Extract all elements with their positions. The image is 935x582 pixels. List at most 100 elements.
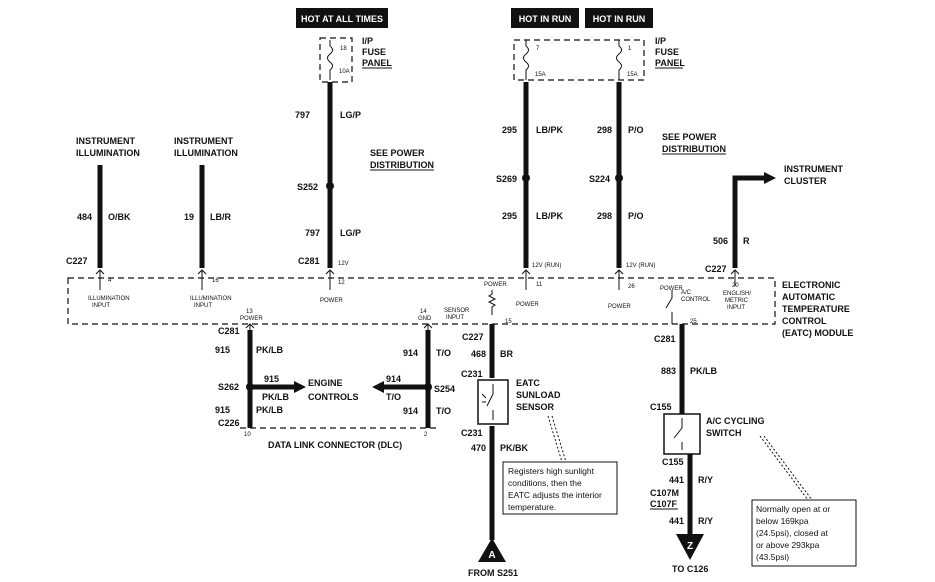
connector-c231-top: C231	[461, 369, 483, 379]
wire-484-color: O/BK	[108, 212, 131, 222]
splice-s224-label: S224	[589, 174, 610, 184]
splice-s252	[326, 182, 334, 190]
wire-441a-color: R/Y	[698, 475, 713, 485]
fuse-panel-left	[319, 37, 353, 83]
sensor-resistor-icon	[487, 290, 497, 315]
see-power-2a: SEE POWER	[662, 132, 717, 142]
svg-text:1: 1	[628, 46, 632, 52]
splice-s252-label: S252	[297, 182, 318, 192]
pin-20: 20 ENGLISH/ METRIC INPUT	[723, 269, 751, 311]
svg-text:18: 18	[340, 46, 347, 52]
wire-797b-num: 797	[305, 228, 320, 238]
fuse-panel-label-left-2: FUSE	[362, 47, 386, 57]
wire-914c-num: 914	[403, 406, 418, 416]
sunload-note-3: EATC adjusts the interior	[508, 490, 602, 500]
illum-input-2b: INPUT	[194, 303, 212, 309]
sunload-label-2: SUNLOAD	[516, 390, 561, 400]
wire-914b-color: T/O	[386, 392, 401, 402]
connector-a-letter: A	[488, 550, 495, 561]
hot-in-run-label-1: HOT IN RUN	[519, 14, 572, 24]
svg-text:15A: 15A	[627, 72, 638, 78]
sunload-note-pointer	[547, 415, 567, 463]
english-metric-1: ENGLISH/	[723, 291, 751, 297]
fuse-panel-label-right-1: I/P	[655, 36, 666, 46]
power-12-label: POWER	[320, 298, 343, 304]
sensor-input-2: INPUT	[446, 315, 464, 321]
sunload-note-box	[502, 461, 618, 515]
wire-298a-color: P/O	[628, 125, 644, 135]
wire-295a-num: 295	[502, 125, 517, 135]
wire-468-color: BR	[500, 349, 513, 359]
ac-control-1: A/C	[681, 290, 692, 296]
wire-19-num: 19	[184, 212, 194, 222]
power-13-label: POWER	[240, 316, 263, 322]
fuse-panel-right	[513, 39, 645, 81]
engine-controls-2: CONTROLS	[308, 392, 359, 402]
fuse-panel-label-left-1: I/P	[362, 36, 373, 46]
connector-c231-bottom: C231	[461, 428, 483, 438]
connector-c227-mid: C227	[462, 332, 484, 342]
wire-441b-color: R/Y	[698, 516, 713, 526]
switch-note-2: below 169kpa	[756, 516, 809, 526]
pin-26: 26 POWER	[608, 269, 635, 310]
wire-883-color: PK/LB	[690, 366, 718, 376]
wire-915b-color: PK/LB	[262, 392, 290, 402]
engine-controls-1: ENGINE	[308, 378, 343, 388]
wire-797a-num: 797	[295, 110, 310, 120]
connector-c107f: C107F	[650, 499, 678, 509]
ac-cycling-switch-icon	[673, 418, 683, 450]
pin-14-num: 14	[420, 309, 427, 315]
svg-text:12: 12	[338, 280, 345, 286]
module-label-1: ELECTRONIC	[782, 280, 841, 290]
wire-506-color: R	[743, 236, 750, 246]
fuse-7-icon: 7 15A	[523, 40, 546, 80]
connector-c226: C226	[218, 418, 240, 428]
eatc-module-outline	[67, 277, 776, 325]
splice-s254-label: S254	[434, 384, 455, 394]
wire-298b-num: 298	[597, 211, 612, 221]
power-top-label: POWER	[484, 282, 507, 288]
pin-4: 4 ILLUMINATION INPUT	[88, 269, 130, 309]
sunload-note-1: Registers high sunlight	[508, 466, 595, 476]
voltage-12v-run-a: 12V (RUN)	[532, 263, 561, 269]
wire-295b-color: LB/PK	[536, 211, 564, 221]
wire-468-num: 468	[471, 349, 486, 359]
illum-input-1a: ILLUMINATION	[88, 296, 130, 302]
svg-text:16: 16	[212, 278, 219, 284]
wire-441b-num: 441	[669, 516, 684, 526]
pin-12: 12 POWER	[320, 269, 345, 304]
wire-506	[732, 175, 768, 268]
svg-text:15A: 15A	[535, 72, 546, 78]
splice-s262-label: S262	[218, 382, 239, 392]
sensor-input-1: SENSOR	[444, 308, 470, 314]
english-metric-2: METRIC	[725, 298, 749, 304]
module-label-5: (EATC) MODULE	[782, 328, 853, 338]
fuse-panel-label-left-3: PANEL	[362, 58, 392, 68]
hot-in-run-label-2: HOT IN RUN	[593, 14, 646, 24]
wire-915a-color: PK/LB	[256, 345, 284, 355]
switch-note-5: (43.5psi)	[756, 552, 789, 562]
hot-in-run-box-1	[511, 8, 579, 28]
wire-914c-color: T/O	[436, 406, 451, 416]
module-label-4: CONTROL	[782, 316, 827, 326]
hot-in-run-box-2	[585, 8, 653, 28]
instrument-illumination-label-2b: ILLUMINATION	[174, 148, 238, 158]
wire-295a-color: LB/PK	[536, 125, 564, 135]
connector-c281-top: C281	[298, 256, 320, 266]
engine-controls-arrow-icon	[294, 381, 306, 393]
gnd-14-label: GND	[418, 316, 432, 322]
switch-note-1: Normally open at or	[756, 504, 830, 514]
wire-298b-color: P/O	[628, 211, 644, 221]
power-ac-label: POWER	[660, 286, 683, 292]
fuse-18-icon: 18 10A	[327, 40, 350, 80]
instrument-illumination-label-2a: INSTRUMENT	[174, 136, 233, 146]
module-label-2: AUTOMATIC	[782, 292, 836, 302]
switch-note-3: (24.5psi), closed at	[756, 528, 828, 538]
connector-c281-right: C281	[654, 334, 676, 344]
instrument-cluster-arrow-icon	[764, 172, 776, 184]
sunload-label-1: EATC	[516, 378, 540, 388]
illum-input-1b: INPUT	[92, 303, 110, 309]
ac-control-switch-icon	[665, 290, 673, 324]
pin-16-illum: 16 ILLUMINATION INPUT	[190, 269, 232, 309]
